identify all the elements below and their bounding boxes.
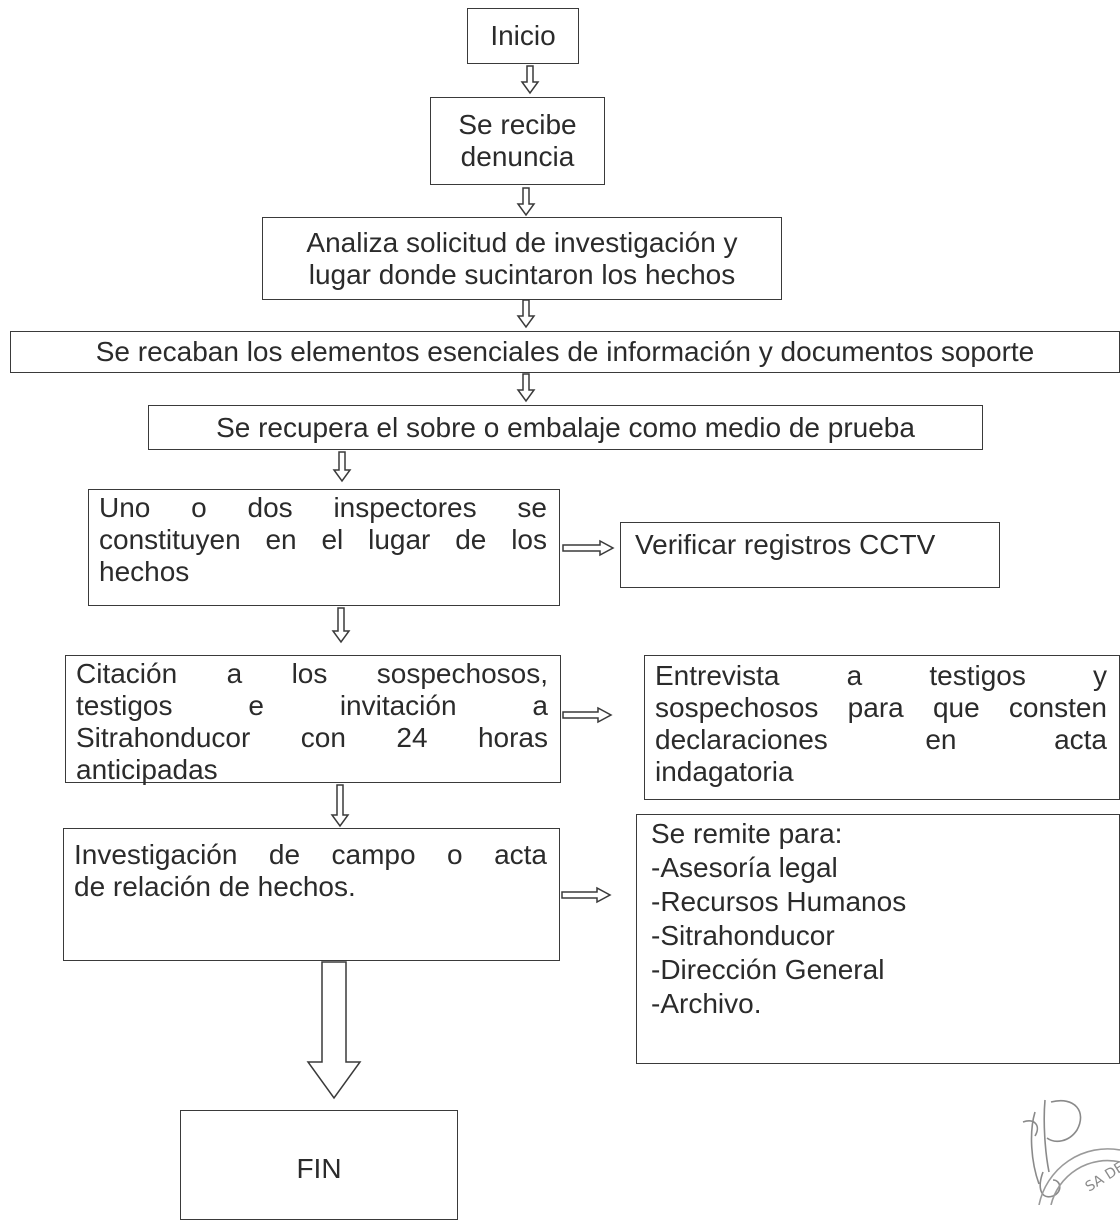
arrow-right-remite bbox=[561, 886, 612, 904]
interview-line-3: declaraciones en acta bbox=[655, 724, 1107, 755]
summons-line-1: Citación a los sospechosos, bbox=[76, 658, 548, 689]
receive-line-2: denuncia bbox=[460, 141, 575, 172]
interview-line-2: sospechosos para que consten bbox=[655, 692, 1107, 723]
cctv-box: Verificar registros CCTV bbox=[620, 522, 1000, 588]
interview-box: Entrevista a testigos y sospechosos para… bbox=[644, 655, 1120, 800]
end-box: FIN bbox=[180, 1110, 458, 1220]
summons-box: Citación a los sospechosos, testigos e i… bbox=[65, 655, 561, 785]
arrow-right-cctv bbox=[562, 539, 615, 557]
investigation-line-2: de relación de hechos. bbox=[74, 871, 356, 902]
recover-evidence-box: Se recupera el sobre o embalaje como med… bbox=[148, 405, 983, 450]
analyze-line-2: lugar donde sucintaron los hechos bbox=[308, 258, 736, 290]
inspectors-line-2: constituyen en el lugar de los bbox=[99, 524, 547, 555]
arrow-down-fin bbox=[306, 961, 362, 1100]
end-label: FIN bbox=[296, 1153, 342, 1184]
arrow-down-2 bbox=[516, 187, 536, 217]
remit-item: -Recursos Humanos bbox=[651, 886, 907, 917]
summons-line-2: testigos e invitación a bbox=[76, 690, 548, 721]
cctv-label: Verificar registros CCTV bbox=[635, 529, 936, 560]
inspectors-line-3: hechos bbox=[99, 556, 190, 587]
recover-label: Se recupera el sobre o embalaje como med… bbox=[216, 411, 915, 443]
arrow-down-3 bbox=[516, 299, 536, 329]
inspectors-box: Uno o dos inspectores se constituyen en … bbox=[88, 489, 560, 606]
interview-line-1: Entrevista a testigos y bbox=[655, 660, 1107, 691]
receive-complaint-box: Se recibe denuncia bbox=[430, 97, 605, 185]
interview-line-4: indagatoria bbox=[655, 756, 794, 787]
remit-item: -Archivo. bbox=[651, 988, 762, 1019]
analyze-line-1: Analiza solicitud de investigación y bbox=[306, 226, 738, 258]
remit-header: Se remite para: bbox=[651, 818, 843, 849]
signature-seal: SA DE bbox=[1022, 1099, 1120, 1205]
arrow-down-6 bbox=[331, 607, 351, 644]
inspectors-line-1: Uno o dos inspectores se bbox=[99, 492, 547, 523]
remit-item: -Sitrahonducor bbox=[651, 920, 835, 951]
arrow-down-4 bbox=[516, 373, 536, 403]
investigation-line-1: Investigación de campo o acta bbox=[74, 839, 547, 870]
summons-line-3: Sitrahonducor con 24 horas bbox=[76, 722, 548, 753]
summons-line-4: anticipadas bbox=[76, 754, 218, 785]
arrow-down-5 bbox=[332, 451, 352, 483]
arrow-down-7 bbox=[330, 784, 350, 828]
arrow-right-entrevista bbox=[562, 706, 613, 724]
analyze-request-box: Analiza solicitud de investigación y lug… bbox=[262, 217, 782, 300]
remit-item: -Dirección General bbox=[651, 954, 885, 985]
collect-elements-box: Se recaban los elementos esenciales de i… bbox=[10, 331, 1120, 373]
remit-item: -Asesoría legal bbox=[651, 852, 838, 883]
start-box: Inicio bbox=[467, 8, 579, 64]
arrow-down-1 bbox=[520, 65, 540, 95]
field-investigation-box: Investigación de campo o acta de relació… bbox=[63, 828, 560, 961]
remit-box: Se remite para: -Asesoría legal -Recurso… bbox=[636, 814, 1120, 1064]
start-label: Inicio bbox=[490, 20, 556, 51]
collect-label: Se recaban los elementos esenciales de i… bbox=[95, 336, 1035, 367]
receive-line-1: Se recibe bbox=[458, 109, 577, 140]
